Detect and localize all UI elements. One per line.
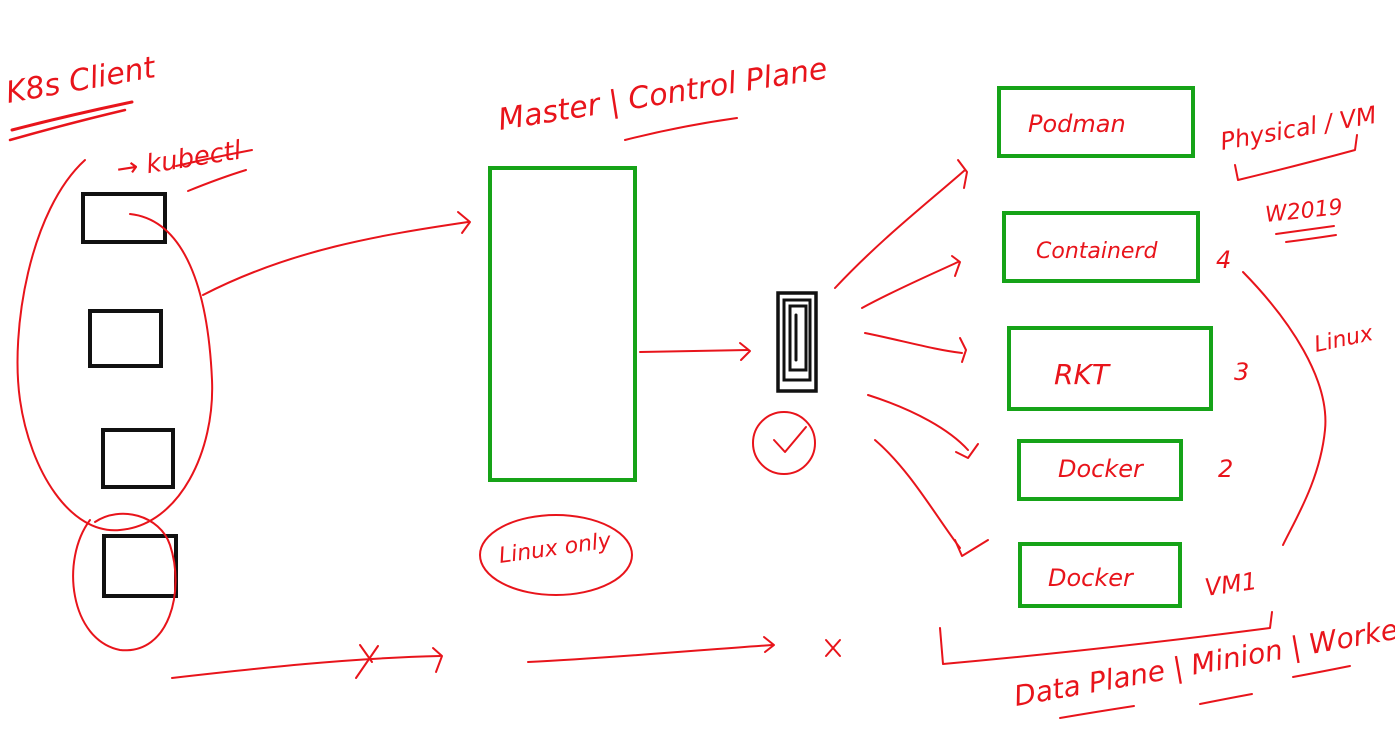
- linux-only-note: Linux only: [479, 514, 633, 596]
- client-group-loop: [16, 159, 214, 532]
- svg-text:K8s Client: K8s Client: [3, 50, 159, 111]
- check-circle-icon: [752, 411, 816, 475]
- runtime-number: 4: [1216, 246, 1231, 274]
- vm1-label: VM1: [1203, 567, 1259, 602]
- w2019-label: W2019: [1264, 195, 1344, 243]
- svg-text:VM1: VM1: [1203, 567, 1259, 602]
- arrow-master-to-connector: [639, 349, 749, 353]
- svg-text:Data Plane | Minion | Worker: Data Plane | Minion | Worker: [1011, 611, 1395, 713]
- arrow-to-runtime-1: [834, 169, 966, 289]
- runtime-docker: Docker 2: [1017, 439, 1233, 501]
- kubectl-label: → kubectl: [114, 135, 253, 192]
- runtime-docker-vm1: Docker: [1018, 542, 1182, 608]
- runtime-podman: Podman: [997, 86, 1195, 158]
- arrow-bottom-middle: [527, 644, 773, 663]
- client-node-box: [101, 428, 175, 489]
- runtime-label: Containerd: [1036, 239, 1159, 264]
- arrow-to-runtime-2: [861, 261, 959, 309]
- cross-icon: [825, 639, 841, 657]
- svg-text:Linux only: Linux only: [497, 528, 613, 569]
- runtime-label: Docker: [1048, 564, 1135, 592]
- arrow-bottom-left: [171, 655, 441, 679]
- client-node-box: [81, 192, 167, 244]
- client-node-box: [102, 534, 178, 598]
- runtime-containerd: Containerd 4: [1002, 211, 1231, 283]
- client-node-box: [88, 309, 163, 368]
- master-title: Master | Control Plane: [496, 51, 830, 141]
- runtime-number: 3: [1234, 358, 1249, 386]
- arrow-client-to-master: [202, 221, 469, 296]
- runtime-number: 2: [1218, 455, 1233, 483]
- master-node-box: [488, 166, 637, 482]
- runtime-label: Podman: [1028, 110, 1126, 138]
- linux-label: Linux: [1242, 271, 1376, 546]
- arrow-to-runtime-5: [874, 439, 961, 549]
- runtime-label: Docker: [1058, 455, 1145, 483]
- plug-icon: [776, 291, 818, 393]
- data-plane-bracket: [939, 611, 1273, 665]
- arrow-to-runtime-3: [864, 332, 963, 354]
- data-plane-label: Data Plane | Minion | Worker: [1011, 611, 1395, 719]
- client-last-loop: [72, 512, 177, 652]
- arrow-to-runtime-4: [867, 394, 969, 451]
- svg-text:Master | Control Plane: Master | Control Plane: [496, 51, 830, 138]
- client-title: K8s Client: [3, 50, 159, 142]
- svg-text:W2019: W2019: [1264, 195, 1344, 228]
- physical-vm-label: Physical / VM: [1218, 101, 1379, 181]
- runtime-label: RKT: [1054, 358, 1111, 391]
- runtime-rkt: RKT 3: [1007, 326, 1249, 411]
- svg-text:Linux: Linux: [1312, 321, 1376, 358]
